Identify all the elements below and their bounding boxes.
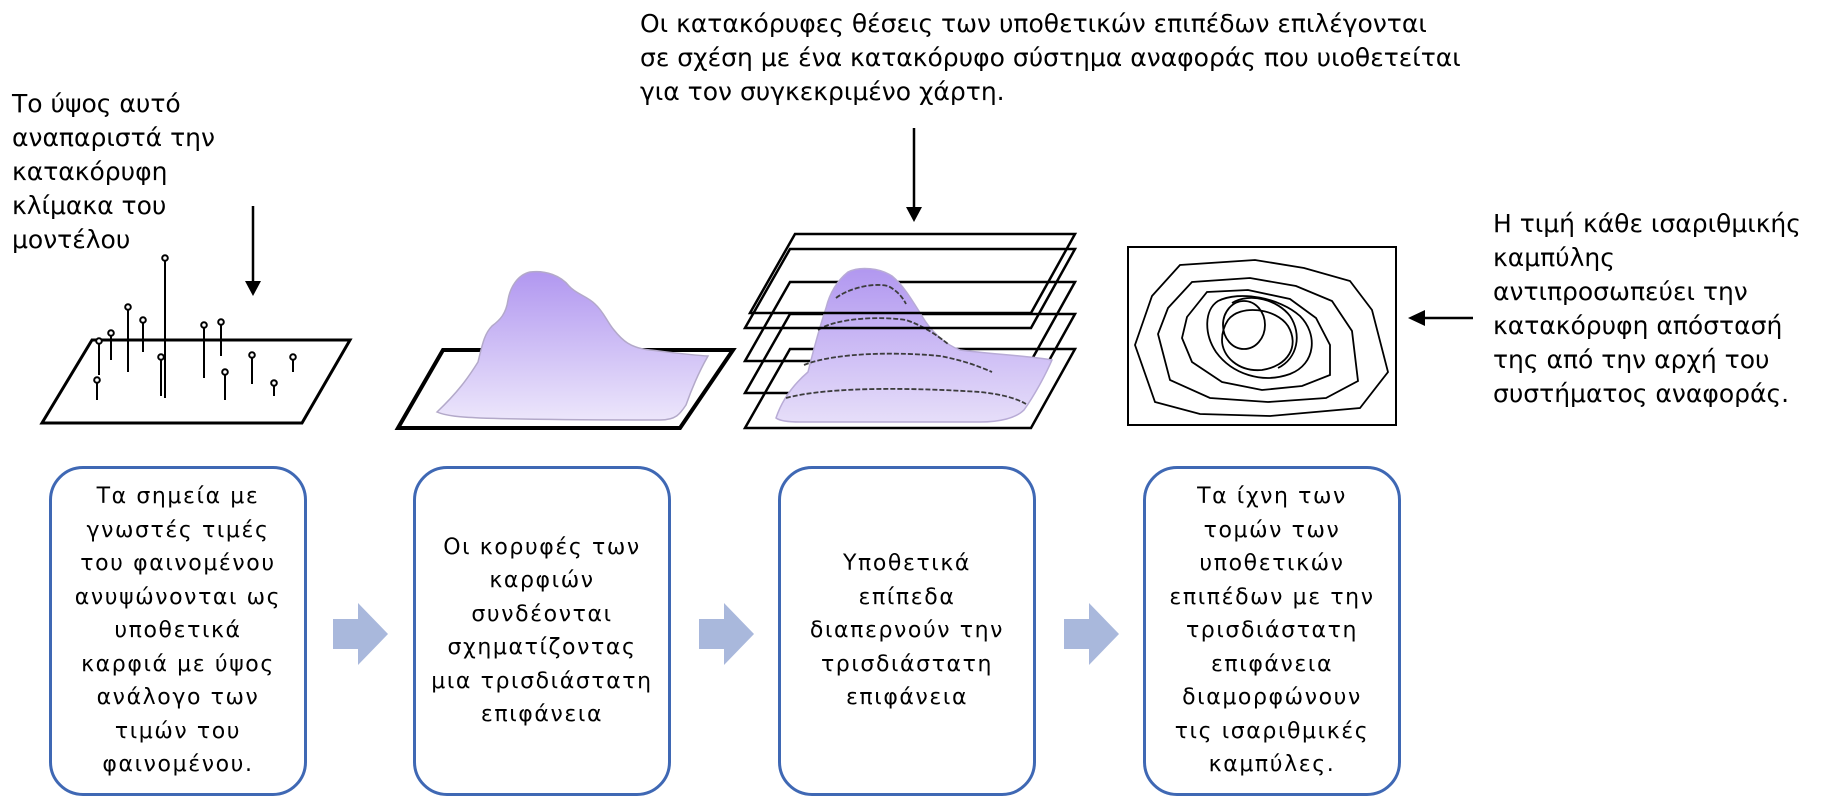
flow-arrow-1 [333, 603, 388, 665]
step-box-2-text: Οι κορυφές των καρφιών συνδέονται σχηματ… [431, 534, 653, 728]
contour-map-illustration [1127, 246, 1473, 426]
plane-5 [742, 347, 1078, 430]
flow-arrow-3 [1064, 603, 1119, 665]
surface-3d [775, 267, 1054, 423]
intersecting-planes-illustration [742, 128, 1078, 430]
base-plane [39, 338, 353, 425]
step-box-1-text: Τα σημεία με γνωστές τιμές του φαινομένο… [74, 484, 282, 778]
plane-2 [742, 247, 1078, 330]
step-box-4-text: Τα ίχνη των τομών των υποθετικών επιπέδω… [1169, 484, 1375, 778]
scale-pointer-arrowhead [245, 281, 261, 296]
step-box-2: Οι κορυφές των καρφιών συνδέονται σχηματ… [413, 466, 671, 796]
contour-lines-3d [785, 284, 1027, 405]
contour-annotation: Η τιμή κάθε ισαριθμικής καμπύλης αντιπρο… [1493, 209, 1801, 408]
planes-pointer-arrowhead [906, 207, 922, 222]
contour-pointer-arrowhead [1408, 310, 1425, 326]
planes-annotation: Οι κατακόρυφες θέσεις των υποθετικών επι… [640, 9, 1461, 106]
step-box-1: Τα σημεία με γνωστές τιμές του φαινομένο… [49, 466, 307, 796]
spikes-illustration [39, 206, 353, 425]
spike-group [93, 254, 297, 400]
step-box-3-text: Υποθετικά επίπεδα διαπερνούν την τρισδιά… [809, 551, 1005, 711]
flow-arrow-2 [699, 603, 754, 665]
surface-shape [435, 270, 710, 421]
step-box-4: Τα ίχνη των τομών των υποθετικών επιπέδω… [1143, 466, 1401, 796]
surface-illustration [394, 270, 737, 430]
scale-annotation: Το ύψος αυτό αναπαριστά την κατακόρυφη κ… [12, 89, 215, 254]
contour-lines [1134, 259, 1389, 417]
plane-1 [747, 232, 1078, 315]
step-box-3: Υποθετικά επίπεδα διαπερνούν την τρισδιά… [778, 466, 1036, 796]
